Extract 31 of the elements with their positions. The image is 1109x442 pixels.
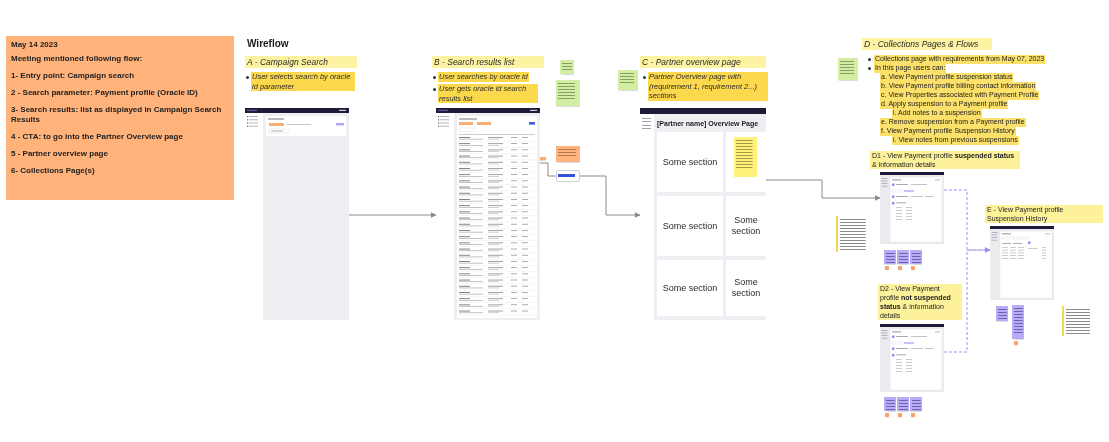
sticky-note bbox=[6, 36, 234, 200]
section-heading: A - Campaign Search bbox=[245, 56, 357, 68]
section-text: Some section bbox=[662, 220, 718, 232]
note-heading: Meeting mentioned following flow: bbox=[11, 54, 144, 64]
section-text: Some section bbox=[730, 215, 762, 237]
arrow bbox=[943, 247, 991, 353]
popover-card bbox=[556, 170, 580, 182]
list-item: 3- Search results: list as displayed in Campaign Search Results bbox=[11, 105, 223, 125]
section-text: Some section bbox=[662, 156, 718, 168]
screen-mockup bbox=[436, 108, 540, 320]
section-text: Some section bbox=[730, 277, 762, 299]
section-heading: D - Collections Pages & Flows bbox=[862, 38, 992, 50]
arrow bbox=[348, 212, 437, 218]
section-card bbox=[726, 132, 766, 192]
list-item: 6- Collections Page(s) bbox=[11, 166, 96, 176]
board-title: Wireflow bbox=[247, 38, 289, 49]
list-item: 4 - CTA: to go into the Partner Overview page bbox=[11, 132, 184, 142]
screen-mockup bbox=[880, 172, 944, 244]
date-text: May 14 2023 bbox=[11, 40, 59, 50]
list-item: 1- Entry point: Campaign search bbox=[11, 71, 136, 81]
connector-line bbox=[539, 162, 557, 177]
section-heading: C - Partner overview page bbox=[640, 56, 766, 68]
section-heading: B - Search results list bbox=[432, 56, 544, 68]
list-item: 5 - Partner overview page bbox=[11, 149, 109, 159]
screen-mockup bbox=[880, 324, 944, 392]
arrow bbox=[765, 179, 881, 201]
screen-mockup bbox=[990, 226, 1054, 300]
list-item: 2 - Search parameter: Payment profile (Oracle ID) bbox=[11, 88, 199, 98]
section-text: Some section bbox=[662, 282, 718, 294]
screen-mockup bbox=[245, 108, 349, 320]
arrow bbox=[579, 175, 641, 218]
